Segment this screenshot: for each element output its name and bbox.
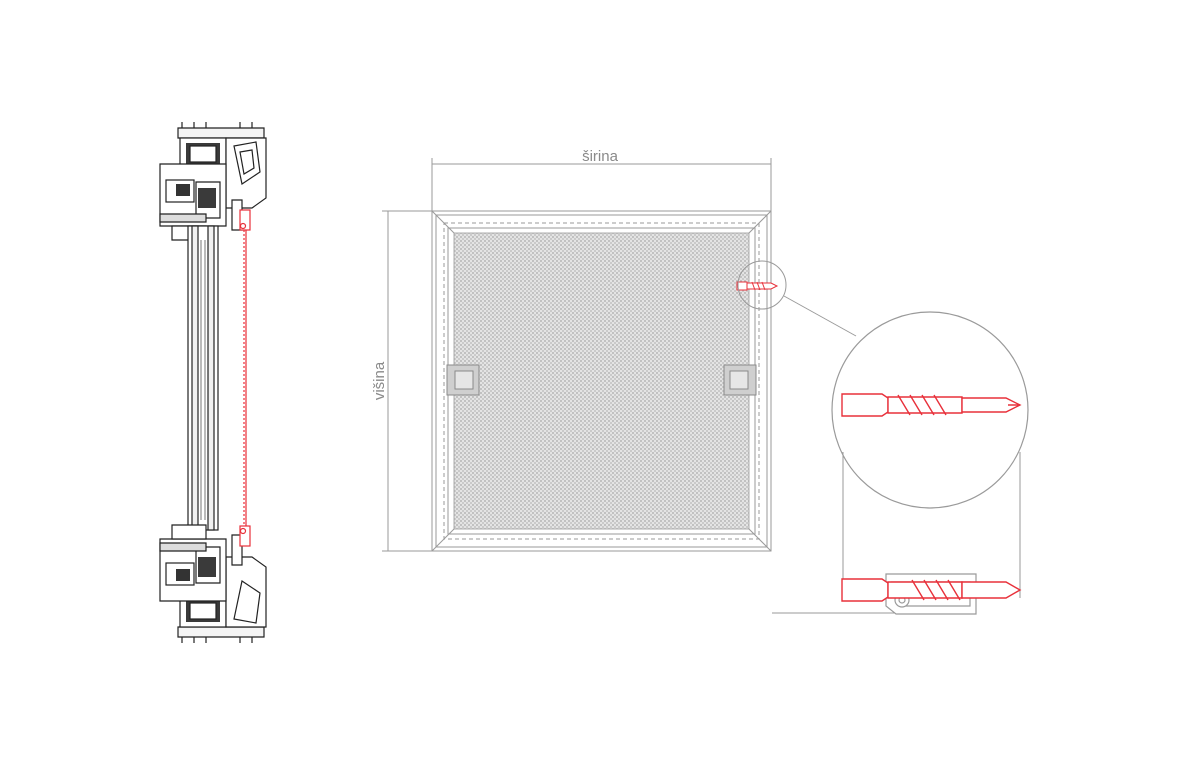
window-profile-section	[159, 122, 267, 643]
bottom-frame-profile	[159, 524, 267, 643]
zoom-connectors	[772, 452, 1021, 614]
callout-leader	[783, 295, 857, 337]
top-frame-profile	[159, 122, 267, 241]
glass-pane	[187, 225, 219, 531]
width-label: širina	[582, 148, 619, 165]
detail-callout-small	[737, 260, 787, 310]
screw-dowel-icon	[736, 281, 779, 291]
installed-screw-detail	[841, 573, 1022, 615]
right-clip	[723, 364, 757, 396]
magnifier-circle-icon	[831, 311, 1029, 509]
left-clip	[446, 364, 480, 396]
screen-front-view: širina višina	[371, 148, 857, 552]
screen-section-red	[239, 209, 251, 547]
height-dimension	[382, 210, 432, 552]
height-label: višina	[371, 361, 388, 400]
width-dimension	[431, 158, 772, 212]
insect-mesh	[453, 232, 750, 530]
